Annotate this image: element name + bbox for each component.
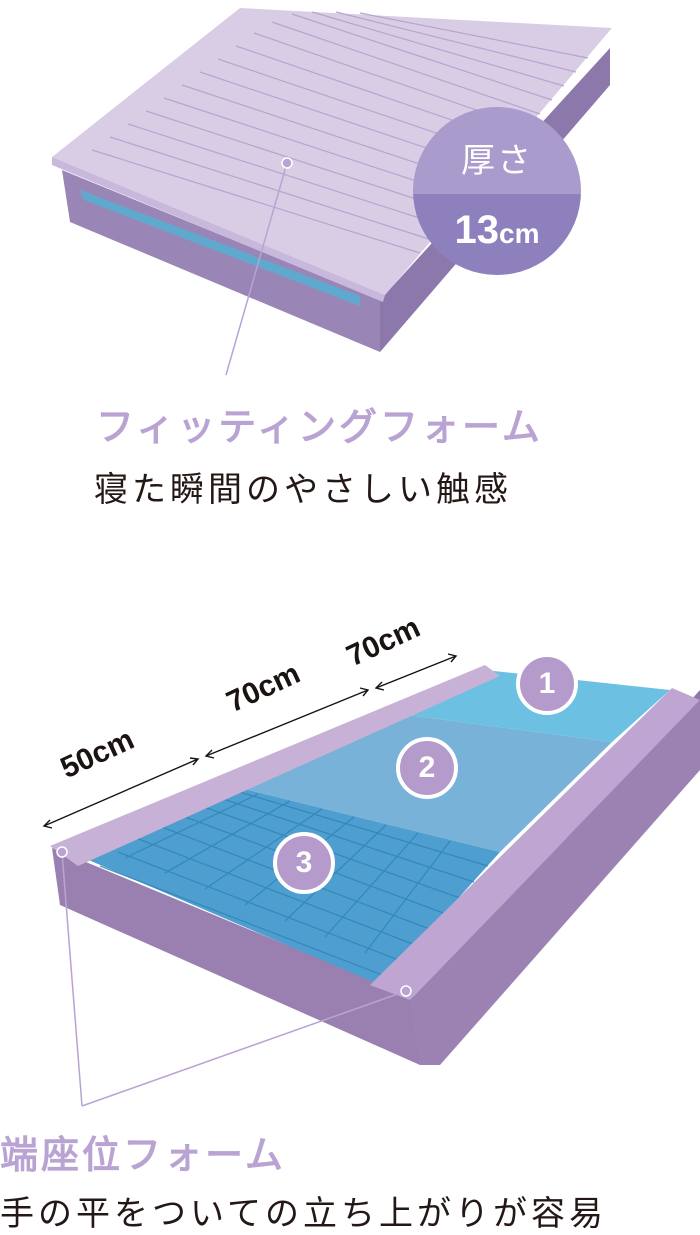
- edge-foam-description: 手の平をついての立ち上がりが容易: [0, 1194, 607, 1234]
- fitting-foam-title: フィッティングフォーム: [96, 405, 543, 449]
- zone-badge-1: 1: [516, 653, 578, 715]
- zone-badge-3: 3: [273, 832, 335, 894]
- thickness-badge: 厚さ 13cm: [413, 107, 581, 275]
- fitting-foam-description: 寝た瞬間のやさしい触感: [94, 470, 512, 510]
- thickness-value: 13cm: [454, 208, 540, 252]
- dimension-arrows: [42, 653, 458, 829]
- thickness-label: 厚さ: [461, 141, 533, 181]
- edge-foam-title: 端座位フォーム: [0, 1133, 286, 1177]
- edge-foam-mattress: [50, 665, 700, 1107]
- zone-badge-2: 2: [396, 737, 458, 799]
